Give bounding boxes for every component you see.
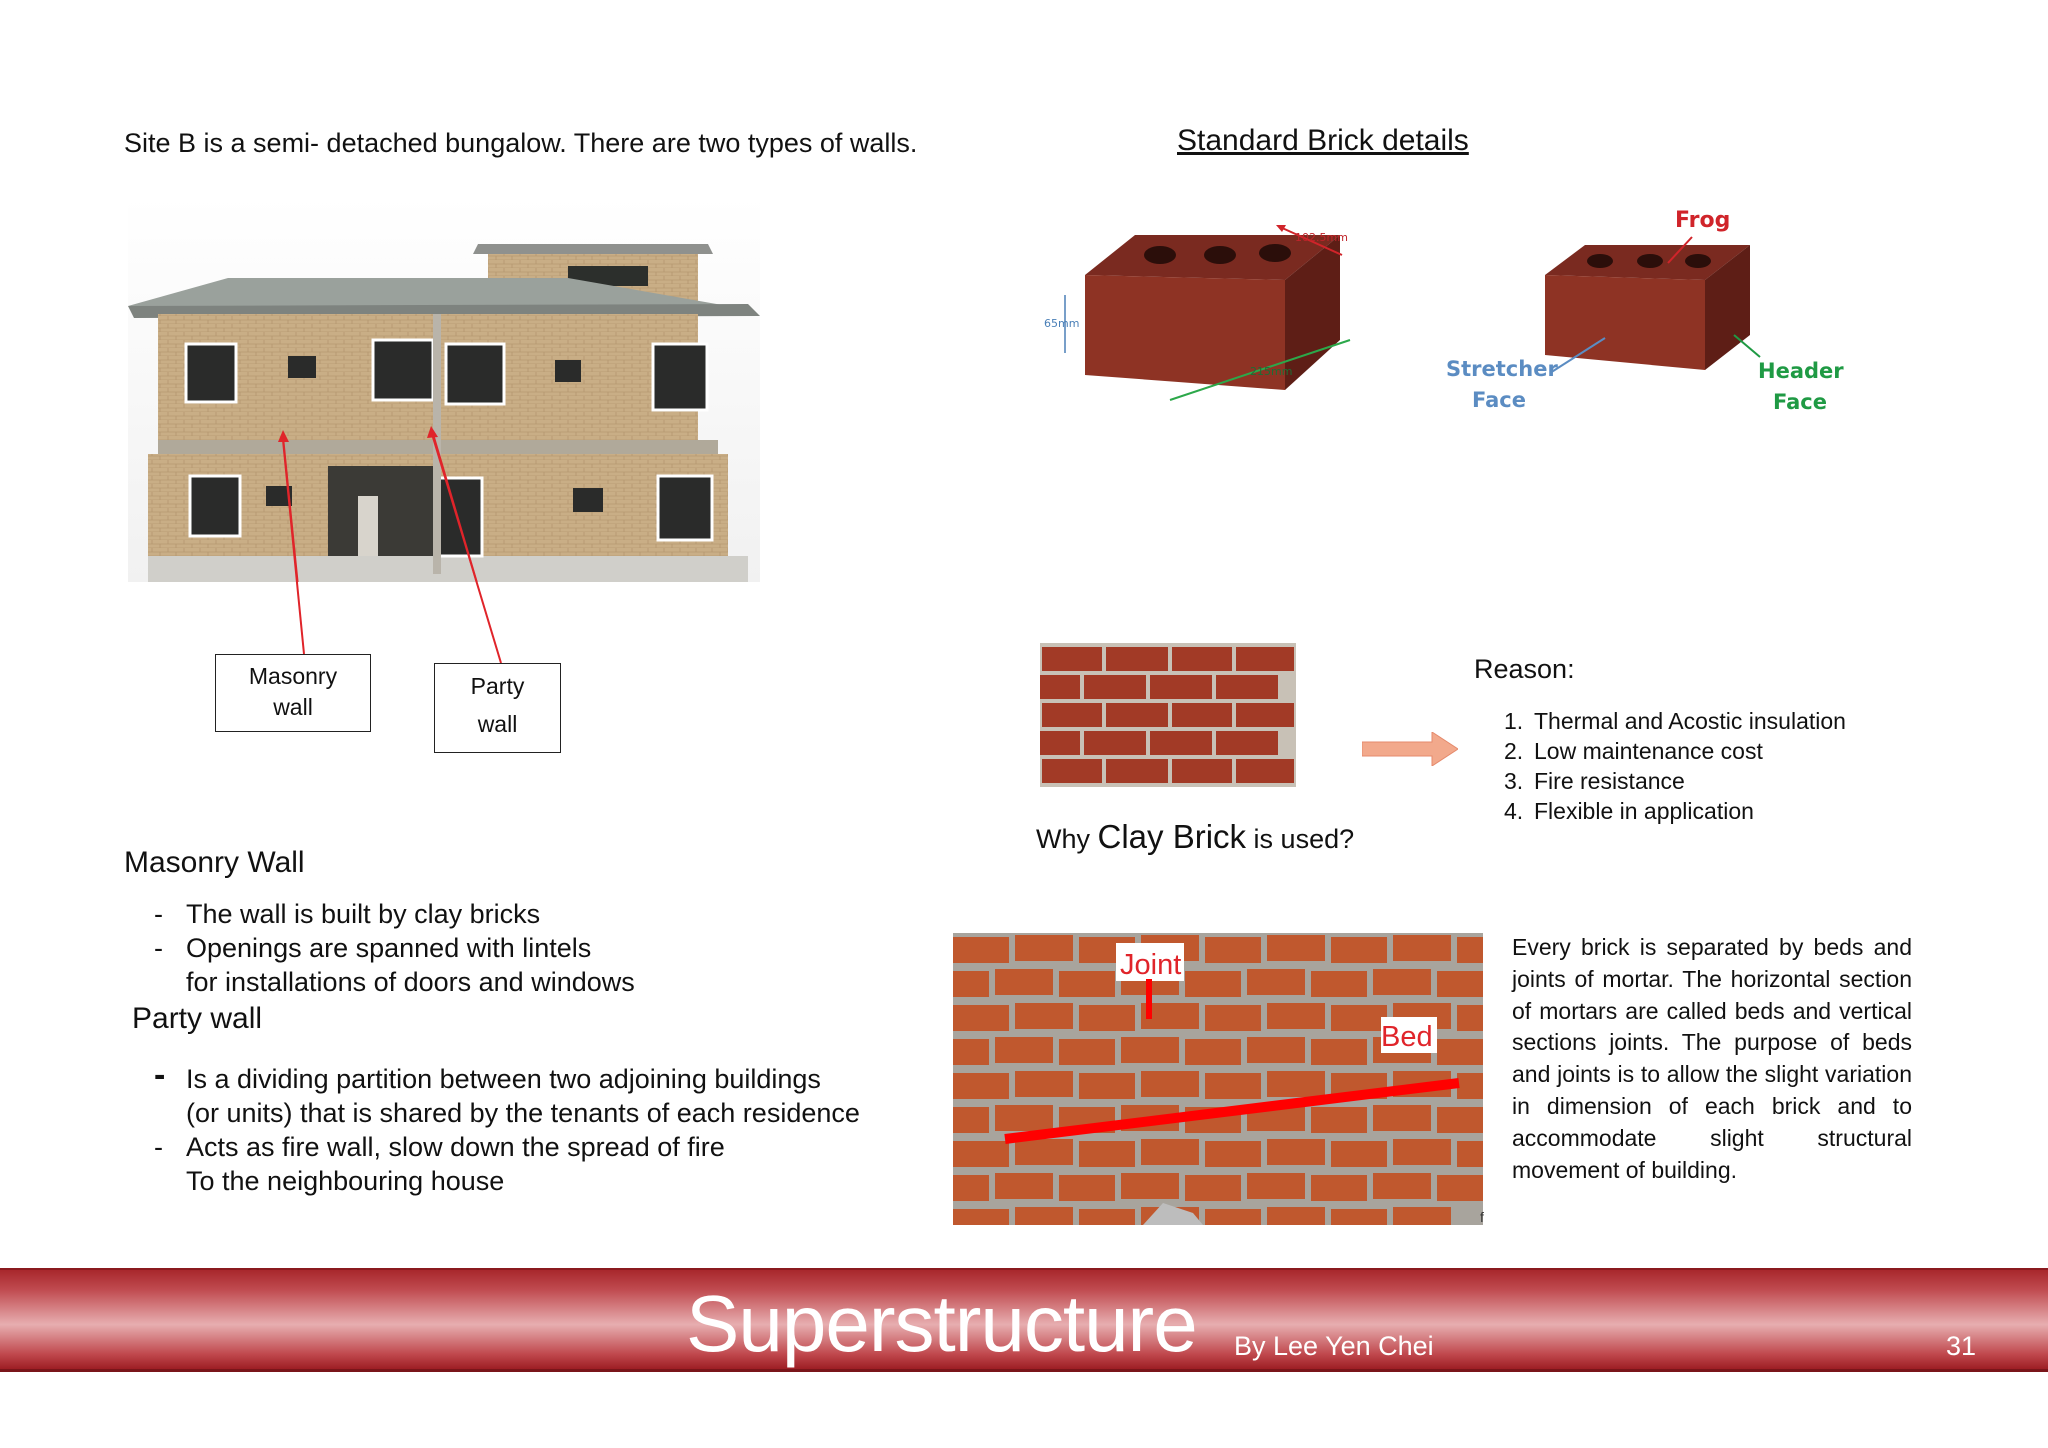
dash-bullet: - (154, 899, 163, 929)
reason-list: 1. Thermal and Acostic insulation 2. Low m… (1504, 706, 1846, 826)
list-item: - Acts as fire wall, slow down the sprea… (124, 1130, 924, 1198)
callout-line: Masonry (248, 663, 338, 689)
why-clay-brick-caption: Why Clay Brick is used? (1036, 818, 1354, 856)
list-item-text: Fire resistance (1534, 768, 1685, 794)
callout-line: wall (477, 711, 518, 737)
list-item-text: Acts as fire wall, slow down the spread … (186, 1132, 725, 1162)
dim-length-label: 215mm (1250, 365, 1292, 378)
masonry-wall-heading: Masonry Wall (124, 846, 305, 879)
stray-mark: f (1480, 1209, 1484, 1225)
dash-bullet: - (154, 1132, 163, 1162)
list-item: 3. Fire resistance (1504, 766, 1846, 796)
list-item-text: Openings are spanned with lintels (186, 933, 592, 963)
footer-bar (0, 1268, 2048, 1372)
list-item-text: The wall is built by clay bricks (186, 899, 541, 929)
list-item: - Openings are spanned with lintels for … (124, 931, 884, 999)
party-wall-heading: Party wall (132, 1002, 263, 1035)
masonry-wall-list: - The wall is built by clay bricks - Ope… (124, 897, 884, 999)
callout-line: wall (273, 694, 313, 720)
page-number: 31 (1946, 1331, 1977, 1361)
list-item: - Is a dividing partition between two ad… (124, 1058, 924, 1130)
intro-text: Site B is a semi- detached bungalow. The… (124, 128, 918, 158)
party-wall-list: - Is a dividing partition between two ad… (124, 1058, 924, 1198)
footer-title: Superstructure (686, 1279, 1198, 1368)
masonry-wall-callout: Masonry wall (215, 654, 371, 732)
list-item-text: for installations of doors and windows (186, 967, 635, 997)
frog-label: Frog (1675, 208, 1730, 233)
joint-bed-paragraph: Every brick is separated by beds and joi… (1512, 934, 1912, 1183)
brick-dimension-diagram: 102.5mm 65mm 215mm (1044, 225, 1351, 401)
brick-details-heading: Standard Brick details (1177, 124, 1469, 157)
list-number: 4. (1504, 798, 1524, 824)
list-number: 2. (1504, 738, 1524, 764)
bed-label: Bed (1381, 1021, 1433, 1053)
list-item-text: Flexible in application (1534, 798, 1754, 824)
callout-line: Party (470, 673, 525, 699)
joint-label: Joint (1120, 949, 1181, 981)
party-wall-callout: Party wall (434, 663, 561, 753)
list-item: 1. Thermal and Acostic insulation (1504, 706, 1846, 736)
list-item: 2. Low maintenance cost (1504, 736, 1846, 766)
header-label: Header (1758, 359, 1844, 383)
list-item-text: To the neighbouring house (186, 1166, 505, 1196)
dim-width-label: 102.5mm (1295, 231, 1348, 244)
list-item: 4. Flexible in application (1504, 796, 1846, 826)
dash-bullet: - (154, 933, 163, 963)
list-item: - The wall is built by clay bricks (124, 897, 884, 931)
dash-bullet: - (154, 1056, 166, 1094)
list-item-text: Low maintenance cost (1534, 738, 1763, 764)
list-item-text: (or units) that is shared by the tenants… (186, 1098, 860, 1128)
why-highlight: Clay Brick (1097, 818, 1247, 855)
stretcher-label: Face (1472, 388, 1526, 412)
dim-height-label: 65mm (1044, 317, 1079, 330)
why-post: is used? (1246, 824, 1355, 854)
list-item-text: Is a dividing partition between two adjo… (186, 1064, 821, 1094)
list-number: 1. (1504, 708, 1524, 734)
list-item-text: Thermal and Acostic insulation (1534, 708, 1846, 734)
joint-bed-photo: Joint Bed (953, 933, 1483, 1225)
header-label: Face (1773, 390, 1827, 414)
footer-author: By Lee Yen Chei (1234, 1331, 1434, 1361)
reason-heading: Reason: (1474, 654, 1575, 684)
arrow-right-icon (1362, 732, 1458, 766)
house-photo (128, 196, 760, 582)
list-number: 3. (1504, 768, 1524, 794)
why-pre: Why (1036, 824, 1098, 854)
brick-faces-diagram: Frog Stretcher Face Header Face (1446, 208, 1844, 414)
stretcher-label: Stretcher (1446, 357, 1558, 381)
clay-brick-wall-photo (1040, 643, 1296, 787)
